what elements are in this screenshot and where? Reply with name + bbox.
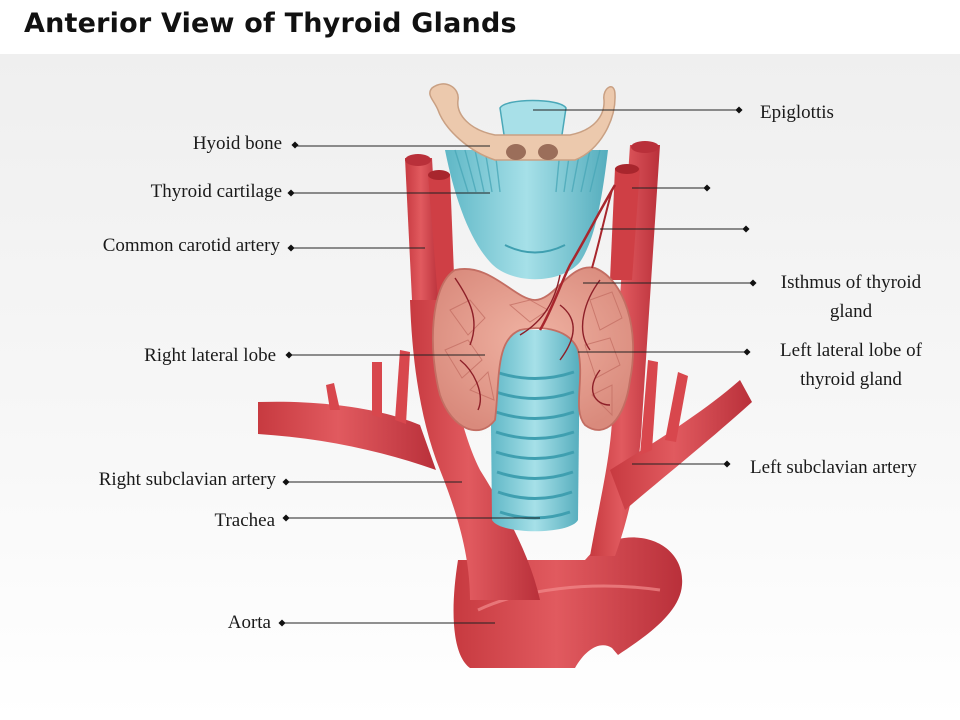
label-epiglottis: Epiglottis — [760, 102, 834, 123]
leader-dots — [278, 106, 757, 627]
label-thyroid-cartilage: Thyroid cartilage — [150, 181, 282, 202]
label-left-subclavian-artery: Left subclavian artery — [750, 457, 917, 478]
right-subclavian-artery — [258, 350, 436, 470]
label-left-lateral-lobe-line1: Left lateral lobe of — [780, 340, 922, 361]
label-isthmus-line2: gland — [829, 301, 873, 322]
left-subclavian-artery — [610, 360, 752, 510]
trachea — [490, 330, 580, 532]
label-hyoid-bone: Hyoid bone — [192, 133, 282, 154]
page-title: Anterior View of Thyroid Glands — [24, 8, 517, 39]
label-right-lateral-lobe: Right lateral lobe — [144, 345, 276, 366]
thyroid-artery-vessels — [538, 184, 617, 331]
label-right-subclavian-artery: Right subclavian artery — [98, 469, 276, 490]
title-bar: Anterior View of Thyroid Glands — [0, 0, 960, 54]
label-left-lateral-lobe-line2: thyroid gland — [800, 369, 902, 390]
hyoid-bone — [429, 83, 616, 161]
label-isthmus-line1: Isthmus of thyroid — [780, 272, 922, 293]
label-trachea: Trachea — [214, 510, 276, 531]
label-common-carotid-artery: Common carotid artery — [102, 235, 280, 256]
label-aorta: Aorta — [227, 612, 271, 633]
label-isthmus: Isthmus of thyroid gland — [760, 268, 942, 326]
label-left-lateral-lobe: Left lateral lobe of thyroid gland — [757, 336, 945, 394]
thyroid-cartilage — [445, 149, 608, 280]
leader-lines — [283, 109, 752, 624]
